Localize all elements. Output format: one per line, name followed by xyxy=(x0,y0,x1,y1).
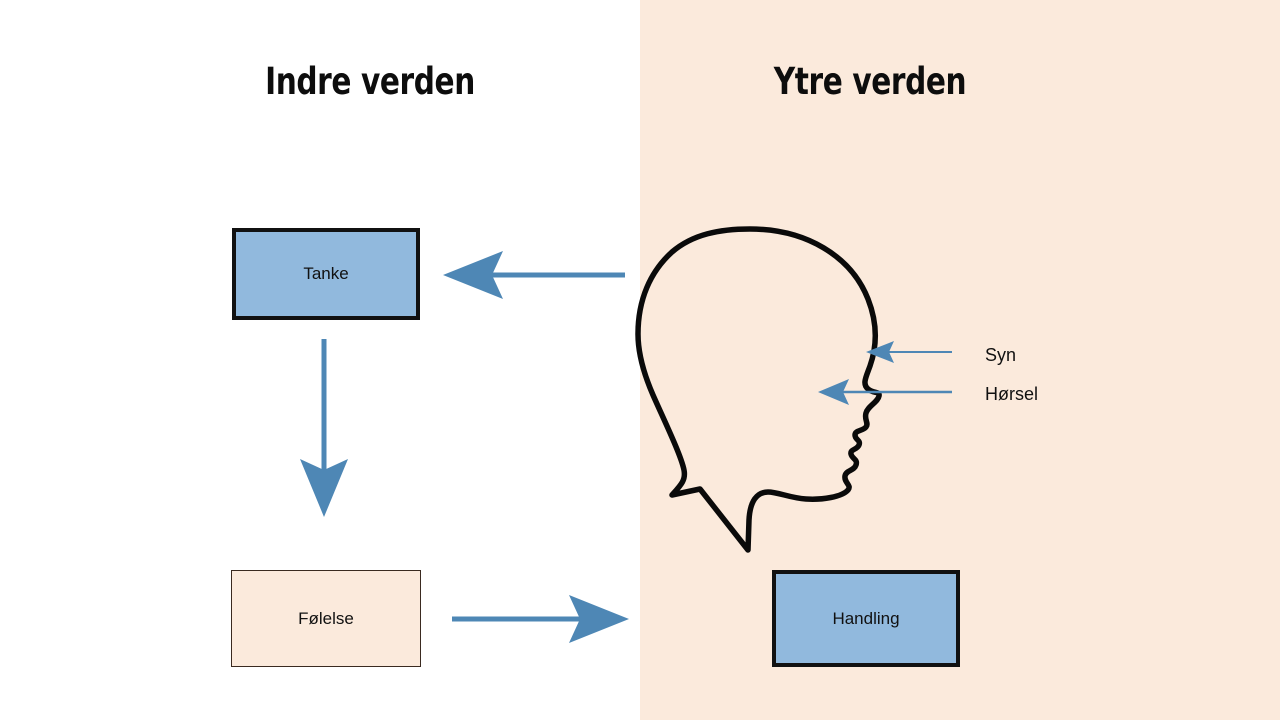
label-syn: Syn xyxy=(985,345,1017,365)
panel-title-inner-world: Indre verden xyxy=(265,60,475,103)
node-tanke[interactable]: Tanke xyxy=(232,228,420,320)
panel-title-outer-world: Ytre verden xyxy=(773,60,967,103)
node-handling[interactable]: Handling xyxy=(772,570,960,667)
label-horsel: Hørsel xyxy=(985,384,1038,404)
node-folelse[interactable]: Følelse xyxy=(231,570,421,667)
panel-outer-world-background xyxy=(640,0,1280,720)
